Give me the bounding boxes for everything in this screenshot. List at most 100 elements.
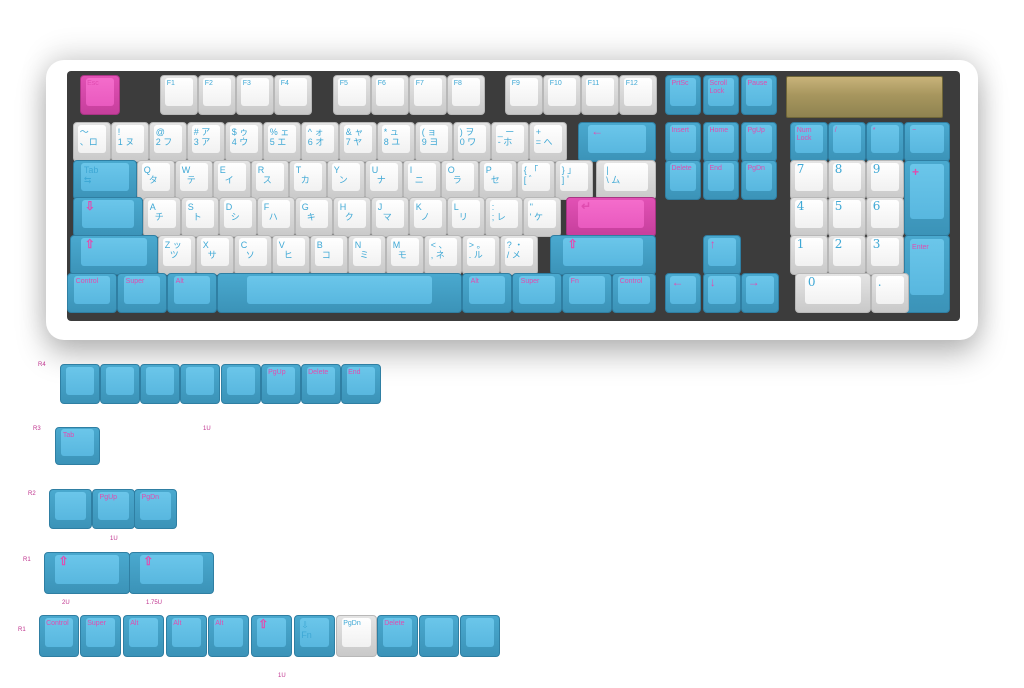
keycap-blank[interactable] (221, 364, 261, 404)
keycap-alt[interactable]: Alt (123, 615, 164, 657)
keycap-f8[interactable]: F8 (447, 75, 485, 115)
keycap-e[interactable]: E イ (213, 160, 251, 200)
keycap-j[interactable]: J マ (371, 197, 409, 237)
keycap-i[interactable]: I ニ (403, 160, 441, 200)
keycap-f11[interactable]: F11 (581, 75, 619, 115)
keycap-num-lock[interactable]: Num Lock (790, 122, 828, 162)
keycap-symbol[interactable]: _ ー - ホ (491, 122, 529, 162)
keycap-l[interactable]: L リ (447, 197, 485, 237)
keycap-symbol[interactable]: → (741, 273, 779, 313)
keycap-6[interactable]: 6 (866, 197, 904, 237)
keycap-end[interactable]: End (341, 364, 381, 404)
keycap-symbol[interactable]: + (904, 160, 950, 236)
keycap-a[interactable]: A チ (143, 197, 181, 237)
keycap-symbol[interactable]: + = へ (529, 122, 567, 162)
keycap-esc[interactable]: Esc (80, 75, 120, 115)
keycap-2[interactable]: 2 (828, 235, 866, 275)
keycap-blank[interactable] (180, 364, 220, 404)
keycap-blank[interactable] (60, 364, 100, 404)
keycap-0[interactable]: 0 (795, 273, 871, 313)
keycap-prtsc[interactable]: PrtSc (665, 75, 701, 115)
keycap-tab[interactable]: Tab ⇆ (73, 160, 137, 200)
keycap-alt[interactable]: Alt (208, 615, 249, 657)
keycap-f[interactable]: F ハ (257, 197, 295, 237)
keycap-f7[interactable]: F7 (409, 75, 447, 115)
keycap-control[interactable]: Control (67, 273, 117, 313)
keycap-m[interactable]: M モ (386, 235, 424, 275)
keycap-symbol[interactable]: ← (578, 122, 656, 162)
keycap-o[interactable]: O ラ (441, 160, 479, 200)
keycap-pgup[interactable]: PgUp (92, 489, 135, 529)
keycap-fn[interactable]: ⇩ Fn (294, 615, 335, 657)
keycap-symbol[interactable]: ← (665, 273, 701, 313)
keycap-4[interactable]: 4 (790, 197, 828, 237)
keycap-alt[interactable]: Alt (166, 615, 207, 657)
keycap-delete[interactable]: Delete (301, 364, 341, 404)
keycap-9[interactable]: ( ョ 9 ヨ (415, 122, 453, 162)
keycap-p[interactable]: P セ (479, 160, 517, 200)
keycap-blank[interactable] (419, 615, 459, 657)
keycap-n[interactable]: N ミ (348, 235, 386, 275)
keycap-f5[interactable]: F5 (333, 75, 371, 115)
keycap-control[interactable]: Control (39, 615, 79, 657)
keycap-f10[interactable]: F10 (543, 75, 581, 115)
keycap-fn[interactable]: Fn (562, 273, 612, 313)
keycap-v[interactable]: V ヒ (272, 235, 310, 275)
keycap-1[interactable]: 1 (790, 235, 828, 275)
keycap-0[interactable]: ) ヲ 0 ワ (453, 122, 491, 162)
keycap-r[interactable]: R ス (251, 160, 289, 200)
keycap-symbol[interactable]: ～ 、ロ (73, 122, 111, 162)
keycap-8[interactable]: * ュ 8 ユ (377, 122, 415, 162)
keycap-symbol[interactable]: ↓ (703, 273, 741, 313)
keycap-blank[interactable] (140, 364, 180, 404)
keycap-insert[interactable]: Insert (665, 122, 701, 162)
keycap-f1[interactable]: F1 (160, 75, 198, 115)
keycap-symbol[interactable]: ⇧ (44, 552, 130, 594)
keycap-alt[interactable]: Alt (167, 273, 217, 313)
keycap-4[interactable]: $ ゥ 4 ウ (225, 122, 263, 162)
keycap-f6[interactable]: F6 (371, 75, 409, 115)
keycap-f9[interactable]: F9 (505, 75, 543, 115)
keycap-symbol[interactable]: ? ・ / メ (500, 235, 538, 275)
keycap-pgdn[interactable]: PgDn (336, 615, 377, 657)
keycap-symbol[interactable]: : ; レ (485, 197, 523, 237)
keycap-symbol[interactable]: ↑ (703, 235, 741, 275)
keycap-2[interactable]: @ 2 フ (149, 122, 187, 162)
keycap-x[interactable]: X サ (196, 235, 234, 275)
keycap-d[interactable]: D シ (219, 197, 257, 237)
keycap-y[interactable]: Y ン (327, 160, 365, 200)
keycap-q[interactable]: Q タ (137, 160, 175, 200)
keycap-3[interactable]: 3 (866, 235, 904, 275)
keycap-symbol[interactable]: / (828, 122, 866, 162)
keycap-5[interactable]: % ェ 5 エ (263, 122, 301, 162)
keycap-1[interactable]: ! 1 ヌ (111, 122, 149, 162)
keycap-8[interactable]: 8 (828, 160, 866, 200)
keycap-symbol[interactable]: ⇩ (73, 197, 143, 237)
keycap-g[interactable]: G キ (295, 197, 333, 237)
keycap-enter[interactable]: Enter (904, 235, 950, 313)
keycap-symbol[interactable]: | \ ム (596, 160, 656, 200)
keycap-b[interactable]: B コ (310, 235, 348, 275)
keycap-symbol[interactable]: ⇧ (129, 552, 214, 594)
keycap-super[interactable]: Super (117, 273, 167, 313)
keycap-symbol[interactable]: ⇧ (70, 235, 158, 275)
keycap-symbol[interactable]: . (871, 273, 909, 313)
keycap-delete[interactable]: Delete (665, 160, 701, 200)
keycap-alt[interactable]: Alt (462, 273, 512, 313)
keycap-5[interactable]: 5 (828, 197, 866, 237)
keycap-home[interactable]: Home (703, 122, 739, 162)
keycap-pgup[interactable]: PgUp (741, 122, 777, 162)
keycap-blank[interactable] (460, 615, 500, 657)
keycap-blank[interactable] (217, 273, 462, 313)
keycap-symbol[interactable]: * (866, 122, 904, 162)
keycap-pgup[interactable]: PgUp (261, 364, 301, 404)
keycap-3[interactable]: # ア 3 ア (187, 122, 225, 162)
keycap-symbol[interactable]: ↵ (566, 197, 656, 237)
keycap-symbol[interactable]: < 、 , ネ (424, 235, 462, 275)
keycap-f12[interactable]: F12 (619, 75, 657, 115)
keycap-super[interactable]: Super (512, 273, 562, 313)
keycap-super[interactable]: Super (80, 615, 121, 657)
keycap-symbol[interactable]: > 。 . ル (462, 235, 500, 275)
keycap-symbol[interactable]: } 」 ] ゜ (555, 160, 593, 200)
keycap-symbol[interactable]: " ' ケ (523, 197, 561, 237)
